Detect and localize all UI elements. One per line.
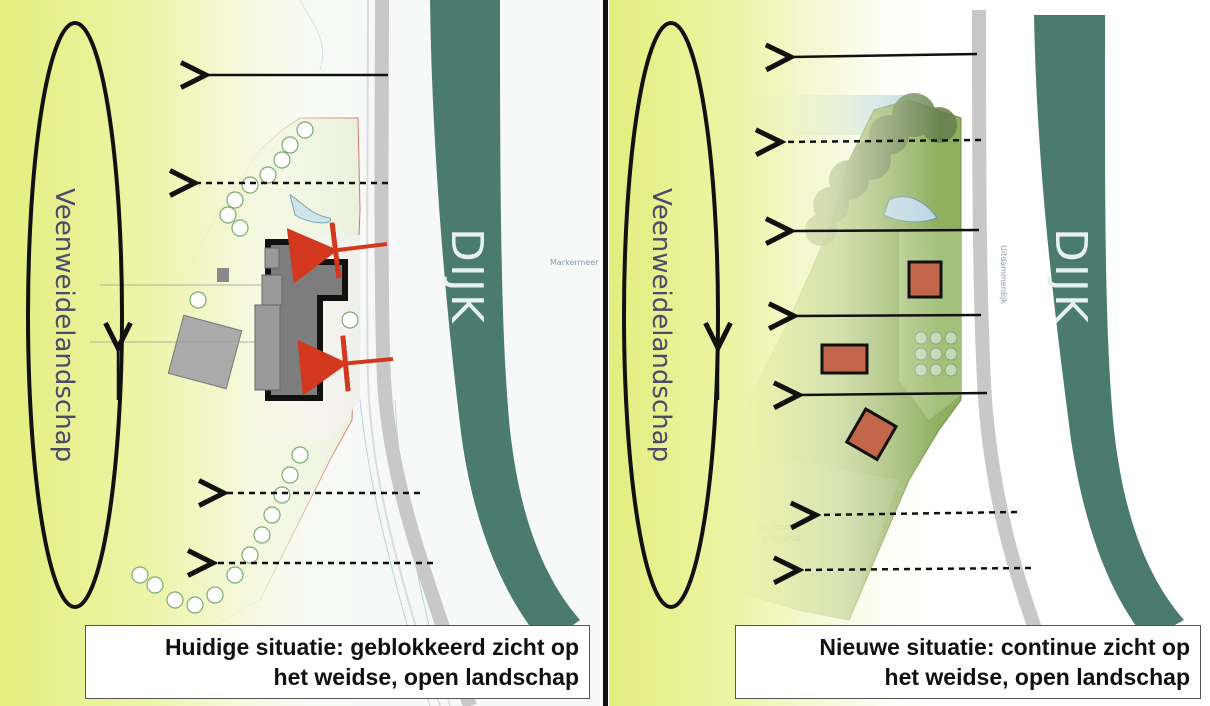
landscape-label: Veenweidelandschap (646, 188, 676, 462)
view-arrow-icon (816, 512, 1018, 515)
caption-line-2: het weidse, open landschap (884, 664, 1190, 690)
tree-icon (253, 526, 271, 544)
blocked-view-arrow-icon (330, 244, 388, 251)
tree-icon (166, 591, 184, 609)
tree-icon (241, 546, 259, 564)
tree-icon (146, 576, 164, 594)
building-icon (820, 343, 869, 375)
caption-new: Nieuwe situatie: continue zicht op het w… (735, 625, 1201, 699)
view-arrow-icon (794, 315, 982, 316)
tree-icon (296, 121, 314, 139)
map-current-situation: DIJK Markermeer (0, 0, 603, 706)
dike-label: DIJK (441, 228, 492, 325)
tree-icon (273, 486, 291, 504)
tree-icon (241, 176, 259, 194)
small-shed (217, 268, 229, 282)
tree-icon (259, 166, 277, 184)
shed-building (167, 314, 243, 390)
landscape-ellipse (26, 21, 124, 609)
tree-icon (189, 291, 207, 309)
tree-row (131, 121, 359, 614)
tree-icon (291, 446, 309, 464)
panel-divider (603, 0, 608, 706)
tree-icon (131, 566, 149, 584)
tree-icon (231, 219, 249, 237)
tree-icon (226, 566, 244, 584)
tree-icon (341, 311, 359, 329)
tree-icon (263, 506, 281, 524)
dike-label: DIJK (1045, 228, 1096, 325)
tree-icon (273, 151, 291, 169)
dike-band (1034, 15, 1184, 640)
view-arrow-icon (791, 54, 978, 57)
caption-line-2: het weidse, open landschap (273, 664, 579, 690)
map-panel-current: DIJK Markermeer (0, 0, 603, 706)
caption-line-1: Huidige situatie: geblokkeerd zicht op (164, 634, 579, 660)
view-arrow-icon (781, 140, 982, 142)
tree-icon (226, 191, 244, 209)
water-label: Markermeer (550, 258, 599, 267)
caption-line-1: Nieuwe situatie: continue zicht op (819, 634, 1190, 660)
map-new-situation: bloemrijk grasland Uitdammerdijk DIJK Ve… (609, 0, 1210, 706)
view-arrow-icon (799, 568, 1032, 570)
caption-current: Huidige situatie: geblokkeerd zicht op h… (85, 625, 590, 699)
tree-icon (186, 596, 204, 614)
view-arrow-icon (791, 230, 980, 231)
building-icon (844, 406, 899, 462)
landscape-ellipse (622, 21, 720, 609)
map-panel-new: bloemrijk grasland Uitdammerdijk DIJK Ve… (609, 0, 1210, 706)
view-arrow-icon (799, 393, 988, 395)
tree-icon (281, 136, 299, 154)
tree-icon (219, 206, 237, 224)
blocked-view-arrow-icon (340, 359, 394, 364)
building-icon (907, 260, 943, 299)
landscape-label: Veenweidelandschap (49, 188, 79, 462)
tree-icon (206, 586, 224, 604)
road-label: Uitdammerdijk (999, 245, 1008, 304)
tree-icon (281, 466, 299, 484)
dike-band (430, 0, 580, 645)
